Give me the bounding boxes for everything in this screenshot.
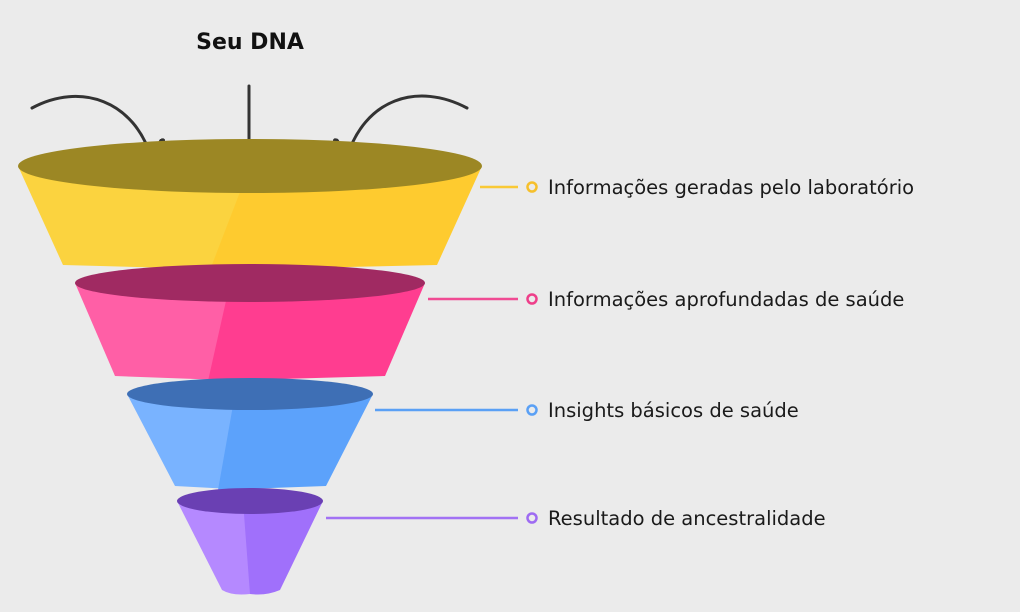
funnel-layer-3 xyxy=(127,378,373,490)
funnel-layer-1 xyxy=(18,139,482,270)
layer-label-2: Informações aprofundadas de saúde xyxy=(548,288,905,311)
diagram-title: Seu DNA xyxy=(196,30,304,55)
right-curved-arrow-icon xyxy=(346,94,469,160)
layer-label-3: Insights básicos de saúde xyxy=(548,399,799,422)
bullet-dot-4 xyxy=(526,512,538,524)
funnel-layer-4 xyxy=(177,488,323,595)
bullet-dot-1 xyxy=(526,181,538,193)
bullet-dot-3 xyxy=(526,404,538,416)
bullet-dot-2 xyxy=(526,293,538,305)
layer-label-4: Resultado de ancestralidade xyxy=(548,507,826,530)
layer-label-1: Informações geradas pelo laboratório xyxy=(548,176,915,199)
funnel-layer-2 xyxy=(75,264,425,381)
left-curved-arrow-icon xyxy=(30,94,152,160)
